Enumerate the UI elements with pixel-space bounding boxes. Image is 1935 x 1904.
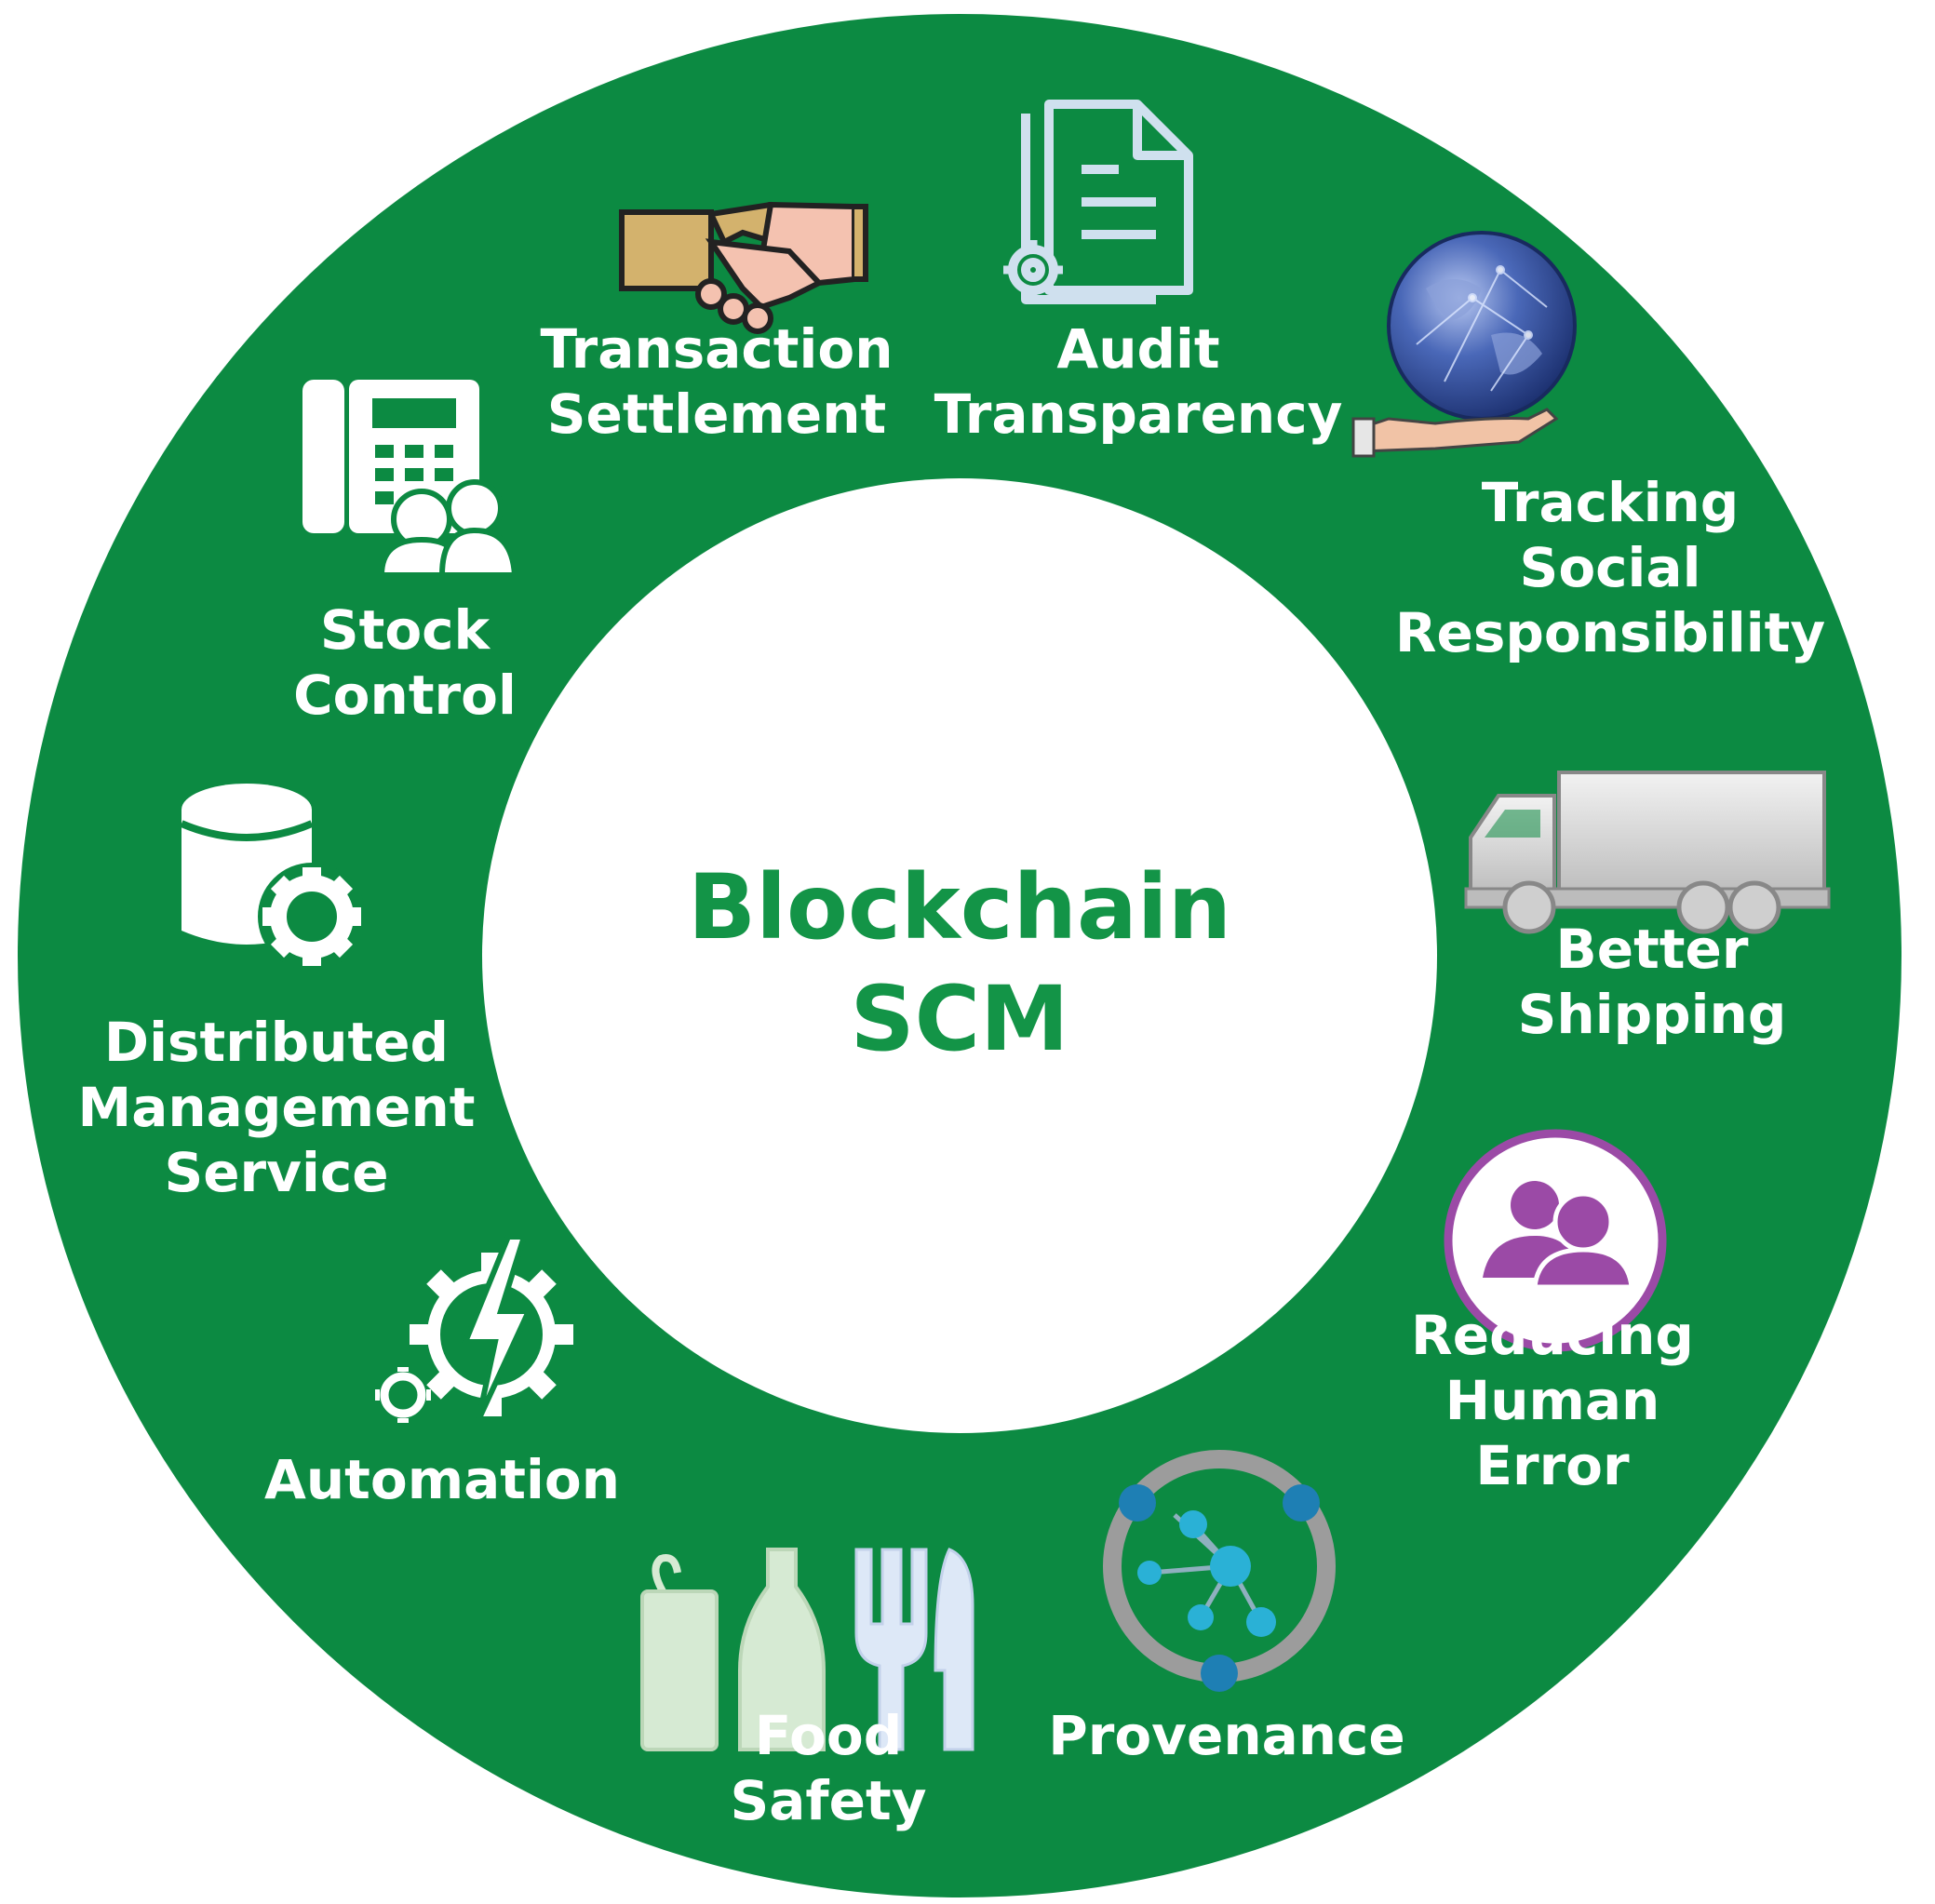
food-icon <box>640 1548 974 1751</box>
label-provenance: Provenance <box>1048 1704 1405 1767</box>
center-title-line1: Blockchain <box>687 855 1232 959</box>
database-gear-icon <box>180 784 366 971</box>
document-gear-icon <box>1003 100 1193 304</box>
network-ring-icon <box>1103 1450 1336 1692</box>
label-automation: Automation <box>263 1448 621 1511</box>
label-tracking-social-responsibility: Tracking Social Responsibility <box>1394 471 1826 664</box>
gears-bolt-icon <box>375 1234 573 1423</box>
label-transaction-settlement: Transaction Settlement <box>540 317 894 446</box>
label-audit-transparency: Audit Transparency <box>934 317 1343 446</box>
people-circle-icon <box>1444 1129 1667 1352</box>
globe-hand-icon <box>1351 231 1577 458</box>
center-title: Blockchain SCM <box>688 851 1231 1075</box>
center-title-line2: SCM <box>850 967 1069 1071</box>
handshake-icon <box>619 201 868 334</box>
label-stock-control: Stock Control <box>293 598 517 727</box>
phone-people-icon <box>302 380 518 578</box>
label-reducing-human-error: Reducing Human Error <box>1411 1304 1694 1497</box>
label-better-shipping: Better Shipping <box>1517 918 1787 1046</box>
label-food-safety: Food Safety <box>730 1704 927 1832</box>
center-circle <box>482 478 1437 1433</box>
truck-icon <box>1464 771 1831 934</box>
label-distributed-management-service: Distributed Management Service <box>77 1011 476 1204</box>
